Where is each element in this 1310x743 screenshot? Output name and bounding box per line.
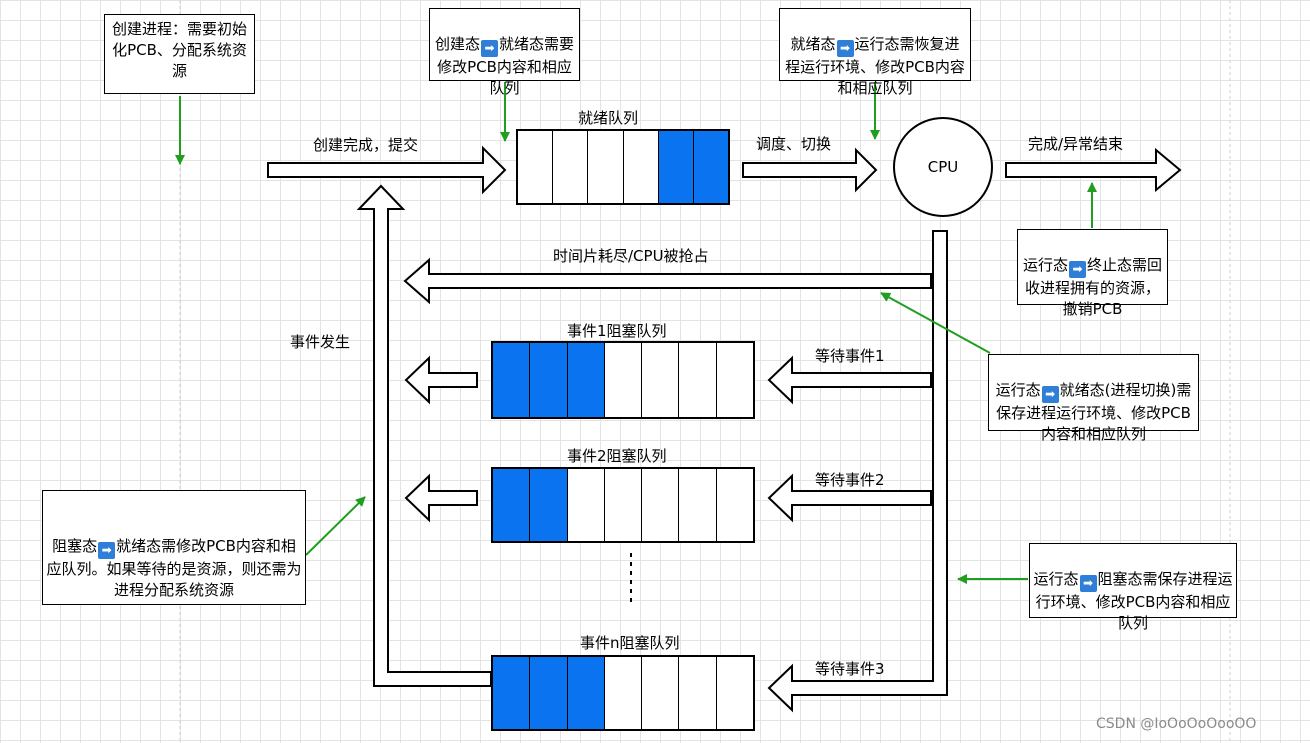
queue-slot-empty xyxy=(642,657,680,729)
green-arrow-blocked-ready xyxy=(305,496,366,556)
event1-blocked-queue xyxy=(491,341,755,419)
event-return-arrow-2 xyxy=(404,473,478,523)
queue-slot-empty xyxy=(588,131,624,203)
queue-slot-occupied xyxy=(567,657,605,729)
queue-slot-occupied xyxy=(493,469,531,541)
submit-arrow xyxy=(267,145,507,195)
queue-slot-empty xyxy=(604,469,643,541)
cpu-label: CPU xyxy=(927,158,959,176)
event-occurs-arrow xyxy=(356,184,492,687)
timeout-arrow xyxy=(403,257,932,305)
green-arrow-run-ready xyxy=(880,292,991,354)
queue-slot-occupied xyxy=(530,469,568,541)
note-state-from: 阻塞态 xyxy=(52,537,98,555)
queue-slot-empty xyxy=(642,469,680,541)
right-arrow-icon: ➡ xyxy=(1079,575,1097,592)
right-arrow-icon: ➡ xyxy=(836,40,854,57)
event2-blocked-queue xyxy=(491,467,755,543)
wait-event-2-arrow xyxy=(767,473,932,523)
queue-slot-empty xyxy=(716,657,753,729)
cpu-node: CPU xyxy=(893,117,993,217)
eventn-queue-title: 事件n阻塞队列 xyxy=(580,634,680,652)
wait-event-2-label: 等待事件2 xyxy=(815,471,885,489)
finish-label: 完成/异常结束 xyxy=(1028,135,1124,153)
right-arrow-icon: ➡ xyxy=(1069,261,1086,278)
queue-slot-empty xyxy=(604,657,643,729)
queue-slot-occupied xyxy=(530,657,568,729)
queue-slot-empty xyxy=(642,343,680,417)
note-run-to-blocked: 运行态➡阻塞态需保存进程运行环境、修改PCB内容和相应队列 xyxy=(1029,543,1237,632)
queue-slot-occupied xyxy=(658,131,694,203)
eventn-blocked-queue xyxy=(491,655,755,731)
note-blocked-to-ready: 阻塞态➡就绪态需修改PCB内容和相应队列。如果等待的是资源，则还需为进程分配系统… xyxy=(42,490,306,605)
queue-slot-empty xyxy=(716,469,753,541)
wait-event-3-label: 等待事件3 xyxy=(815,660,885,678)
note-run-to-terminate: 运行态➡终止态需回收进程拥有的资源，撤销PCB xyxy=(1017,229,1168,318)
queue-slot-empty xyxy=(679,343,717,417)
queue-slot-empty xyxy=(567,469,605,541)
queue-slot-occupied xyxy=(493,657,531,729)
note-create: 创建进程：需要初始化PCB、分配系统资源 xyxy=(104,14,255,94)
note-state-from: 运行态 xyxy=(995,381,1041,399)
cpu-block-arrow xyxy=(767,230,948,713)
queue-slot-empty xyxy=(679,657,717,729)
csdn-watermark: CSDN @IoOoOoOooOO xyxy=(1096,716,1257,732)
queue-slot-empty xyxy=(716,343,753,417)
note-state-to: 就绪态需要修改PCB内容和相应队列 xyxy=(437,35,575,97)
queue-slot-occupied xyxy=(567,343,605,417)
dispatch-arrow xyxy=(742,147,878,193)
note-state-from: 创建态 xyxy=(434,35,480,53)
queue-slot-occupied xyxy=(530,343,568,417)
queue-slot-empty xyxy=(623,131,659,203)
event-return-arrow-1 xyxy=(404,355,478,405)
note-state-to: 阻塞态需保存进程运行环境、修改PCB内容和相应队列 xyxy=(1035,570,1233,632)
right-arrow-icon: ➡ xyxy=(481,40,498,57)
queue-slot-occupied xyxy=(493,343,531,417)
event1-queue-title: 事件1阻塞队列 xyxy=(567,322,667,340)
note-state-to: 运行态需恢复进程运行环境、修改PCB内容和相应队列 xyxy=(785,35,965,97)
note-state-from: 就绪态 xyxy=(790,35,836,53)
queue-slot-empty xyxy=(518,131,554,203)
note-ready-to-run: 就绪态➡运行态需恢复进程运行环境、修改PCB内容和相应队列 xyxy=(779,8,971,97)
wait-event-1-arrow xyxy=(767,355,932,405)
note-run-to-ready: 运行态➡就绪态(进程切换)需保存进程运行环境、修改PCB内容和相应队列 xyxy=(988,354,1199,443)
note-state-to: 就绪态需修改PCB内容和相应队列。如果等待的是资源，则还需为进程分配系统资源 xyxy=(46,537,302,599)
queue-slot-empty xyxy=(604,343,643,417)
queue-slot-empty xyxy=(679,469,717,541)
submit-label: 创建完成，提交 xyxy=(313,136,419,154)
note-state-to: 终止态需回收进程拥有的资源，撤销PCB xyxy=(1024,256,1163,318)
note-state-from: 运行态 xyxy=(1022,256,1068,274)
note-state-from: 运行态 xyxy=(1033,570,1079,588)
ready-queue-title: 就绪队列 xyxy=(578,109,639,127)
queue-slot-empty xyxy=(553,131,589,203)
note-state-to: 就绪态(进程切换)需保存进程运行环境、修改PCB内容和相应队列 xyxy=(996,381,1192,443)
dispatch-label: 调度、切换 xyxy=(756,135,832,153)
event-occurs-label: 事件发生 xyxy=(290,333,351,351)
timeout-label: 时间片耗尽/CPU被抢占 xyxy=(553,247,709,265)
finish-arrow xyxy=(1005,147,1182,193)
ready-queue xyxy=(516,129,730,205)
wait-event-1-label: 等待事件1 xyxy=(815,347,885,365)
event2-queue-title: 事件2阻塞队列 xyxy=(567,447,667,465)
queue-slot-occupied xyxy=(693,131,729,203)
note-create-to-ready: 创建态➡就绪态需要修改PCB内容和相应队列 xyxy=(429,8,580,97)
right-arrow-icon: ➡ xyxy=(1041,386,1059,403)
right-arrow-icon: ➡ xyxy=(98,542,116,559)
